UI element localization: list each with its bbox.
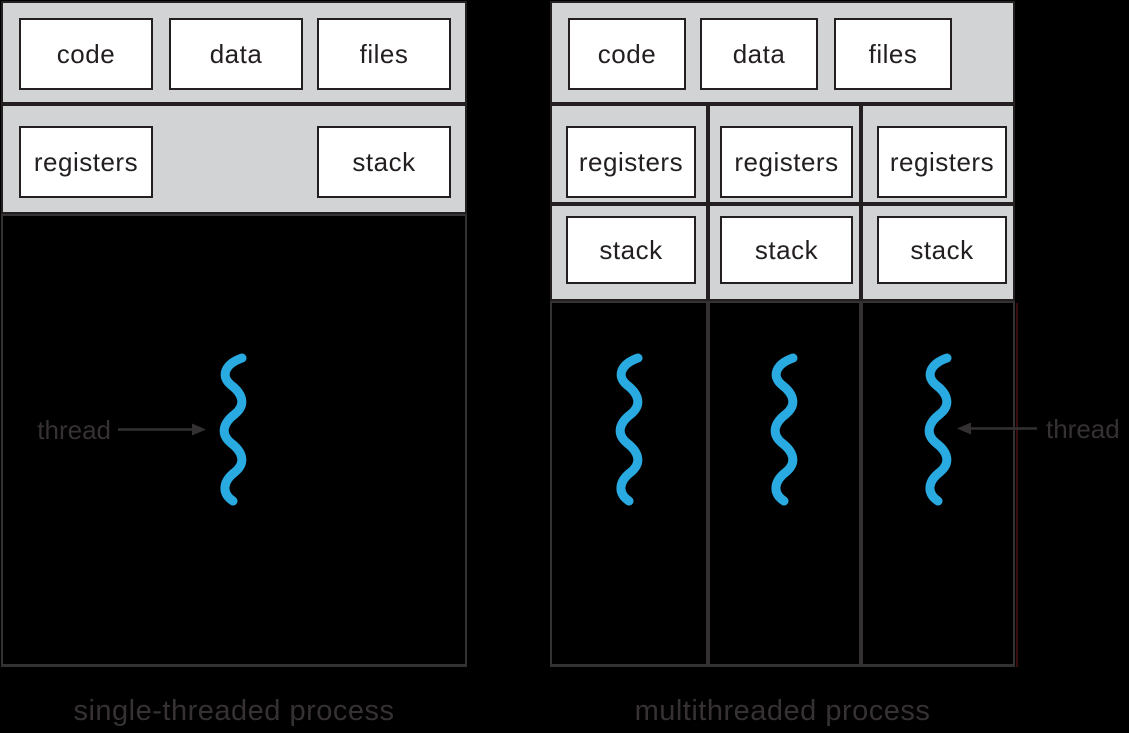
stack-label: stack (599, 234, 663, 265)
registers-label: registers (734, 146, 839, 177)
registers-label: registers (889, 146, 995, 177)
thread-squiggle-icon (924, 353, 952, 506)
data-label: data (209, 38, 263, 69)
context-band: registers stack (1, 104, 467, 214)
thread-column-2 (708, 301, 861, 667)
code-label: code (597, 38, 657, 69)
stack-label: stack (754, 234, 819, 265)
stack-cell-3: stack (861, 204, 1015, 301)
files-label: files (359, 38, 409, 69)
stack-cell-1: stack (550, 204, 708, 301)
files-label: files (868, 38, 918, 69)
thread-squiggle-icon (219, 353, 247, 506)
stack-label: stack (352, 146, 416, 177)
single-threaded-process-diagram: code data files registers stack thread (1, 1, 467, 667)
data-label: data (732, 38, 786, 69)
single-threaded-caption: single-threaded process (73, 695, 395, 727)
registers-label: registers (33, 146, 139, 177)
stack-box: stack (566, 216, 696, 284)
thread-squiggle-icon (615, 353, 643, 506)
arrow-left-icon (957, 422, 1037, 435)
stack-label: stack (910, 234, 974, 265)
thread-squiggle-icon (770, 353, 798, 506)
registers-cell-1: registers (550, 104, 708, 204)
right-edge-line (1016, 303, 1018, 667)
data-box: data (700, 18, 818, 90)
files-box: files (834, 18, 952, 90)
multithreaded-process-diagram: code data files registers registers regi… (550, 1, 1015, 667)
registers-box: registers (19, 126, 153, 198)
files-box: files (317, 18, 451, 90)
code-label: code (56, 38, 116, 69)
registers-box: registers (720, 126, 853, 198)
code-box: code (568, 18, 686, 90)
multithreaded-caption: multithreaded process (634, 695, 931, 727)
thread-label: thread (37, 415, 111, 445)
thread-column-3 (861, 301, 1015, 667)
code-box: code (19, 18, 153, 90)
registers-box: registers (566, 126, 696, 198)
arrow-right-icon (118, 423, 206, 436)
stack-box: stack (877, 216, 1007, 284)
stack-cell-2: stack (708, 204, 861, 301)
registers-label: registers (578, 146, 684, 177)
thread-label: thread (1046, 414, 1120, 444)
memory-band: code data files (550, 1, 1015, 104)
registers-cell-3: registers (861, 104, 1015, 204)
stack-box: stack (317, 126, 451, 198)
registers-cell-2: registers (708, 104, 861, 204)
data-box: data (169, 18, 303, 90)
registers-box: registers (877, 126, 1007, 198)
memory-band: code data files (1, 1, 467, 104)
stack-box: stack (720, 216, 853, 284)
